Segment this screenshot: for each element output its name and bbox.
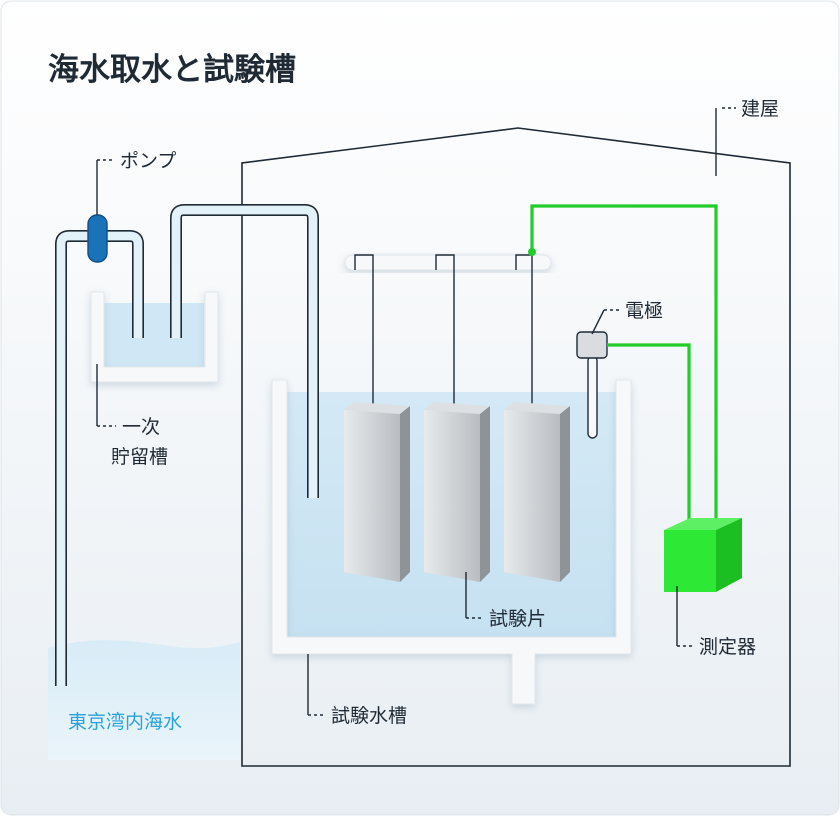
label-pump: ポンプ xyxy=(120,150,176,172)
leader-meter xyxy=(676,586,694,647)
hanger-3 xyxy=(515,254,533,412)
wire-electrode xyxy=(607,343,691,528)
label-primary-tank-line1: 一次 xyxy=(122,416,160,438)
test-plates xyxy=(344,402,570,582)
label-meter: 測定器 xyxy=(699,636,756,658)
meter xyxy=(664,518,742,592)
leader-pump xyxy=(96,159,114,215)
seawater-area xyxy=(48,640,240,760)
label-primary-tank-line2: 貯留槽 xyxy=(111,446,168,468)
building-outline xyxy=(241,127,791,767)
test-plate-1 xyxy=(344,402,410,582)
label-seawater: 東京湾内海水 xyxy=(68,711,182,733)
leader-primary-tank xyxy=(96,364,116,427)
label-test-tank: 試験水槽 xyxy=(331,705,407,727)
leader-test-piece xyxy=(465,572,484,619)
test-plate-3 xyxy=(504,402,570,582)
electrode-rod xyxy=(587,355,598,439)
plate-hangers xyxy=(354,254,533,412)
wire-junction xyxy=(528,248,536,256)
leader-building xyxy=(715,107,736,176)
transfer-pipe xyxy=(170,204,319,498)
label-electrode: 電極 xyxy=(625,300,663,322)
primary-tank xyxy=(90,291,219,383)
hanging-rod xyxy=(344,254,552,271)
test-tank-wall xyxy=(271,379,632,705)
leader-test-tank xyxy=(307,654,326,716)
label-building: 建屋 xyxy=(741,98,779,120)
primary-tank-water xyxy=(104,303,204,367)
electrode-head xyxy=(576,331,608,359)
hanger-1 xyxy=(354,254,374,412)
wire-rod xyxy=(530,204,718,528)
pump-body xyxy=(87,214,108,263)
primary-tank-wall xyxy=(90,291,219,383)
measurement-wires xyxy=(530,204,718,528)
electrode xyxy=(576,331,608,439)
hanger-2 xyxy=(435,254,455,412)
diagram-title: 海水取水と試験槽 xyxy=(48,52,296,88)
label-test-piece: 試験片 xyxy=(489,608,546,630)
test-plate-2 xyxy=(424,402,490,582)
leader-electrode xyxy=(591,309,620,335)
